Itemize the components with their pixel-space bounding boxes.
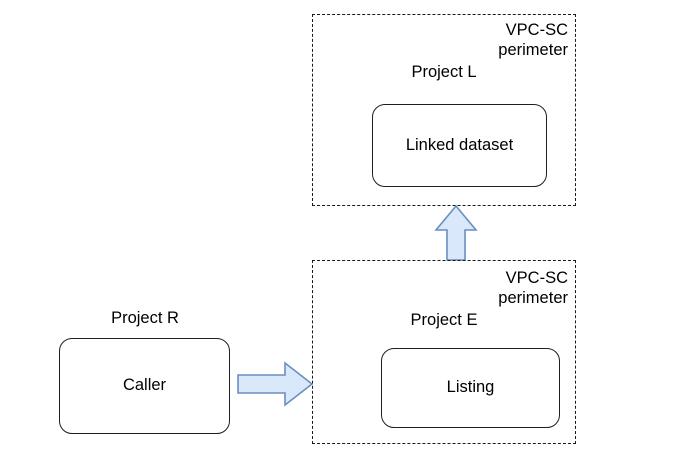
project-e-label: Project E — [410, 311, 478, 329]
vpc-sc-perimeter-badge-project-l: VPC-SC perimeter — [498, 21, 568, 59]
arrow-listing-to-linked-dataset — [434, 204, 478, 261]
vpc-sc-perimeter-project-l — [312, 14, 576, 206]
node-listing-label: Listing — [446, 378, 495, 397]
arrow-right-icon — [237, 361, 314, 407]
node-listing[interactable]: Listing — [381, 348, 560, 428]
node-caller-label: Caller — [122, 376, 167, 395]
project-l-label: Project L — [411, 63, 477, 81]
node-linked-dataset[interactable]: Linked dataset — [372, 104, 547, 187]
node-linked-dataset-label: Linked dataset — [405, 135, 514, 154]
arrow-caller-to-listing — [237, 361, 314, 407]
project-r-label: Project R — [111, 309, 179, 327]
node-caller[interactable]: Caller — [59, 338, 230, 434]
vpc-sc-perimeter-badge-project-e: VPC-SC perimeter — [498, 269, 568, 307]
vpc-sc-perimeter-project-e — [312, 260, 576, 444]
arrow-up-icon — [434, 204, 478, 261]
